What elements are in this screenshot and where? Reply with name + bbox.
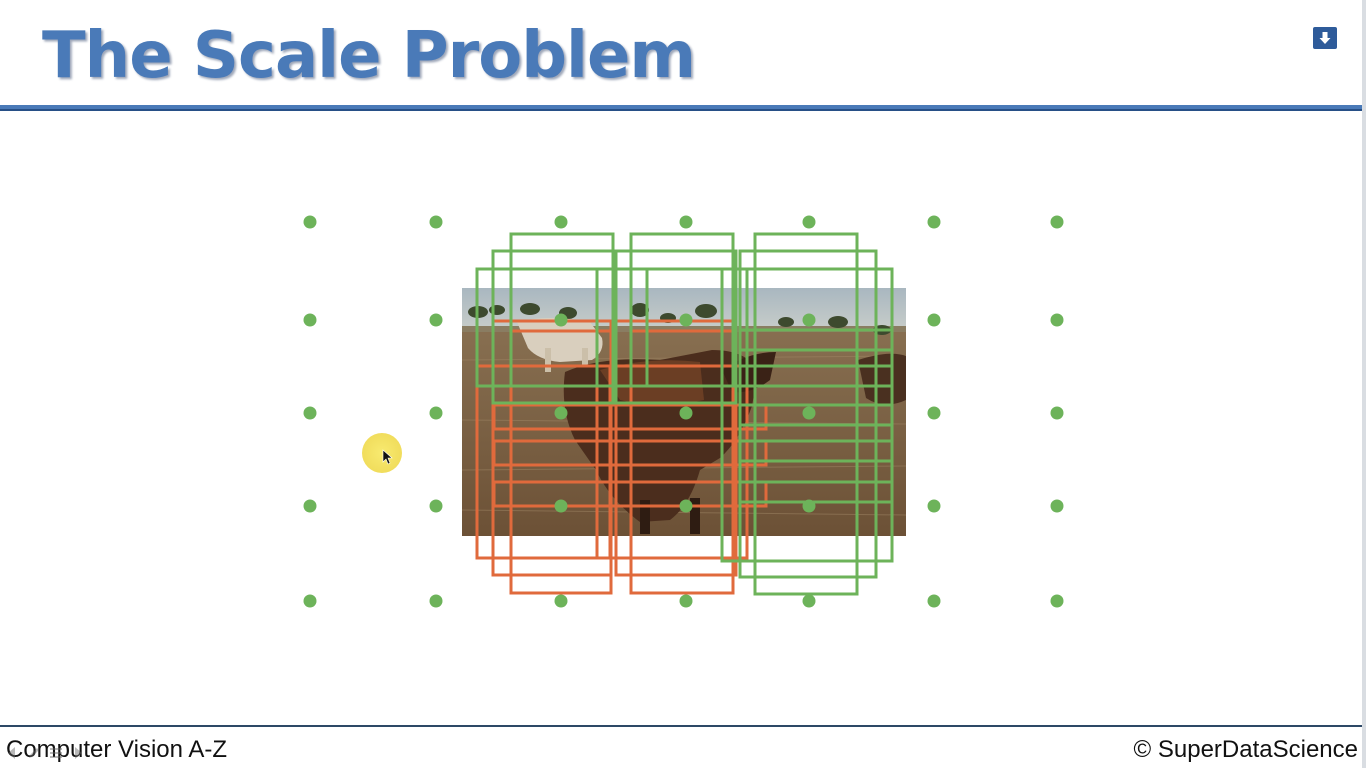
anchor-point [303,313,317,327]
anchor-point [1050,215,1064,229]
anchor-point [802,215,816,229]
anchor-point [927,215,941,229]
download-button[interactable] [1313,27,1337,49]
anchor-point [927,313,941,327]
anchor-point [1050,406,1064,420]
anchor-point [303,406,317,420]
copyright-text: © SuperDataScience [1133,736,1358,763]
anchor-box-green [738,364,894,388]
prev-icon[interactable] [4,745,20,761]
anchor-point [429,594,443,608]
anchor-box-green [491,249,615,405]
title-divider [0,105,1366,111]
anchor-point [429,215,443,229]
anchor-point [802,406,816,420]
anchor-box-red [492,403,768,431]
anchor-point [554,215,568,229]
cursor-arrow-icon [382,449,393,465]
anchor-point [554,594,568,608]
anchor-box-red [614,319,738,577]
download-arrow-icon [1319,32,1331,44]
anchor-box-red [629,329,735,595]
anchor-point [679,594,693,608]
anchor-point [429,313,443,327]
anchor-box-red [475,364,612,560]
page-title: The Scale Problem [42,19,696,93]
anchor-point [802,313,816,327]
window-edge [1362,0,1366,768]
anchor-box-green [738,328,894,352]
footer-divider [0,725,1366,727]
anchor-point [679,499,693,513]
anchor-point [927,499,941,513]
anchor-point [802,594,816,608]
anchor-point [802,499,816,513]
next-icon[interactable] [70,745,86,761]
anchor-box-red [492,480,768,508]
anchor-box-green [738,480,894,504]
anchor-point [303,499,317,513]
anchor-point [927,406,941,420]
cursor-highlight [362,433,402,473]
anchor-box-green [753,232,859,596]
player-controls [4,742,86,764]
anchor-point [303,594,317,608]
anchor-point [679,313,693,327]
anchor-point [1050,313,1064,327]
anchor-point [429,499,443,513]
pen-icon[interactable] [26,745,42,761]
anchor-point [679,215,693,229]
menu-icon[interactable] [48,745,64,761]
anchor-box-green [738,403,894,427]
anchor-point [927,594,941,608]
anchor-point [303,215,317,229]
anchor-point [679,406,693,420]
anchor-point [554,313,568,327]
anchor-point [554,406,568,420]
anchor-box-green [738,439,894,463]
anchor-point [429,406,443,420]
anchor-point [1050,594,1064,608]
course-title: Computer Vision A-Z [6,736,227,763]
anchor-box-green [614,249,738,405]
anchor-box-green [595,267,749,388]
anchor-box-red [492,439,768,467]
anchor-point [1050,499,1064,513]
anchor-box-green [475,267,649,388]
anchor-point [554,499,568,513]
